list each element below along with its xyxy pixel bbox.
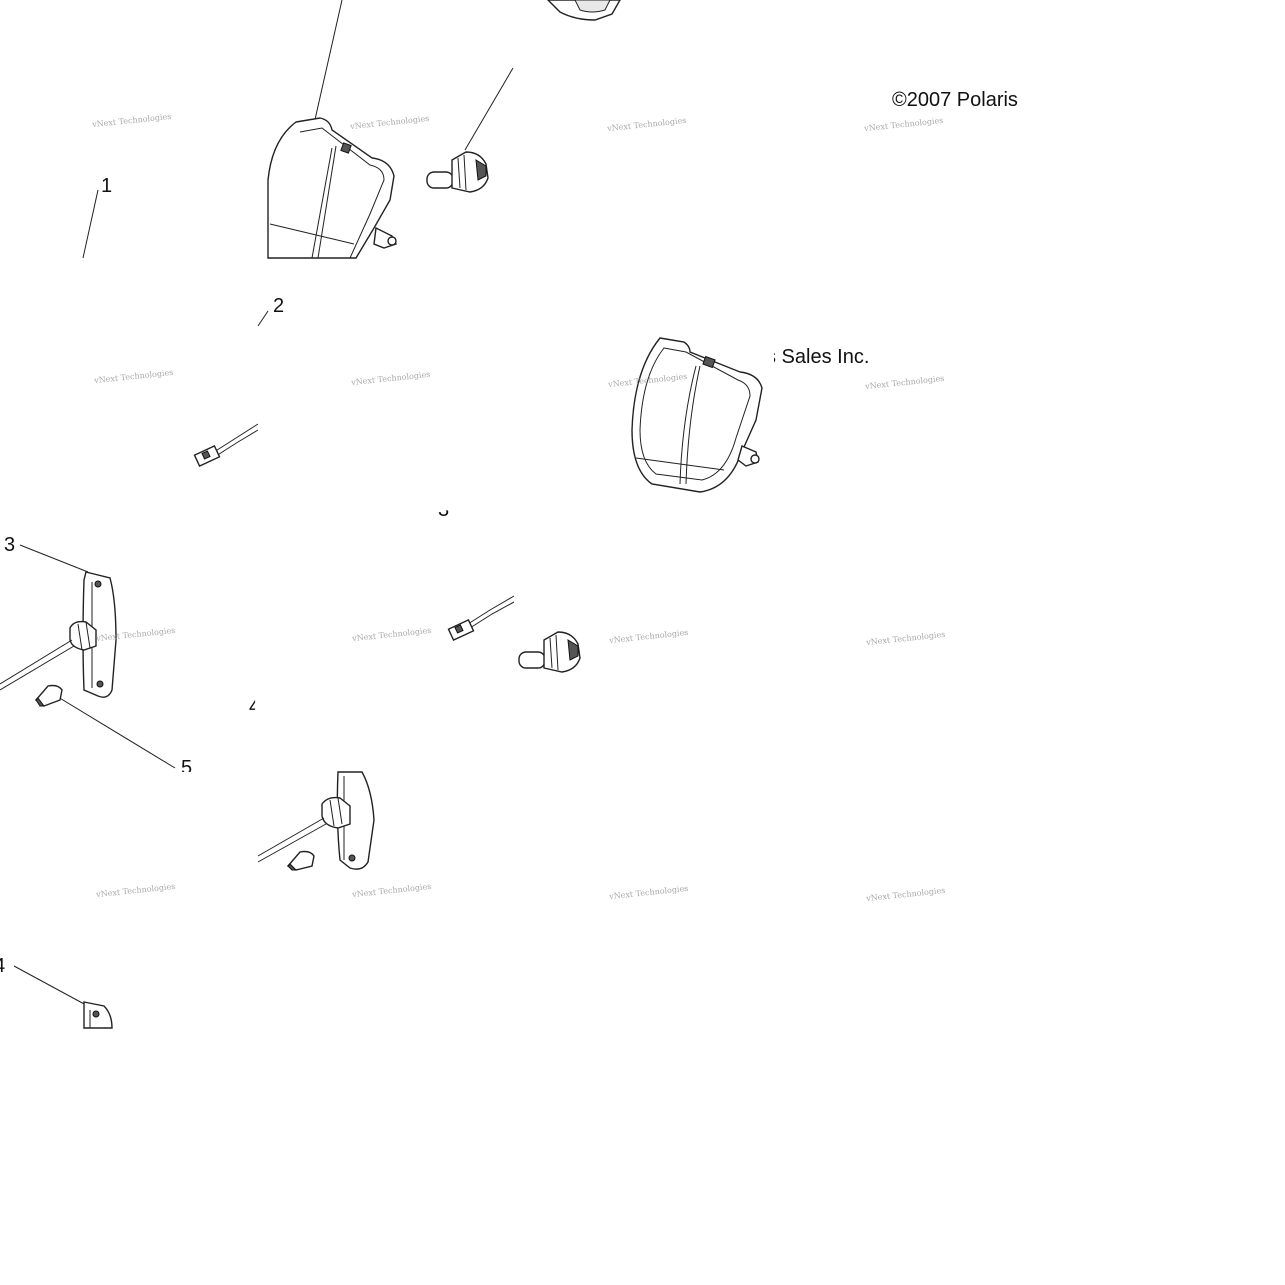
- taillight-bracket-icon-1: [0, 571, 117, 698]
- leader-line-4: [13, 965, 87, 1006]
- leader-line-2: [257, 310, 269, 327]
- headlamp-housing-icon-top: [547, 0, 621, 21]
- leader-line-1: [82, 189, 99, 259]
- callout-3-center: 3: [438, 499, 450, 521]
- callout-4-center: 4: [249, 696, 261, 718]
- callout-3-left: 3: [4, 534, 16, 556]
- wire-harness-connector-icon-1: [193, 423, 259, 468]
- taillight-bracket-icon-2: [257, 771, 375, 870]
- leader-line-3: [19, 544, 89, 573]
- copyright-text: 2007 Polaris: [906, 89, 1018, 111]
- leader-line-top: [313, 0, 343, 125]
- callout-5: 5: [181, 757, 193, 779]
- taillight-bracket-icon-3: [83, 1001, 113, 1029]
- leader-line-bulb: [464, 67, 514, 151]
- headlamp-housing-icon-1: [267, 117, 397, 259]
- leader-line-5: [57, 696, 176, 769]
- small-bulb-icon-2: [286, 850, 315, 871]
- callout-2: 2: [273, 295, 285, 317]
- sales-caption: s Sales Inc.: [766, 346, 870, 368]
- callout-1: 1: [101, 175, 113, 197]
- copyright-symbol: ©: [892, 89, 907, 111]
- bulb-socket-icon-2: [518, 631, 581, 673]
- bulb-socket-icon-1: [426, 151, 489, 193]
- wire-harness-connector-icon-2: [447, 595, 515, 642]
- headlamp-housing-icon-2: [631, 337, 763, 493]
- callout-4-bottom: 4: [0, 956, 5, 976]
- small-bulb-icon-1: [34, 684, 63, 707]
- copyright-caption: ©2007 Polaris: [892, 90, 1018, 110]
